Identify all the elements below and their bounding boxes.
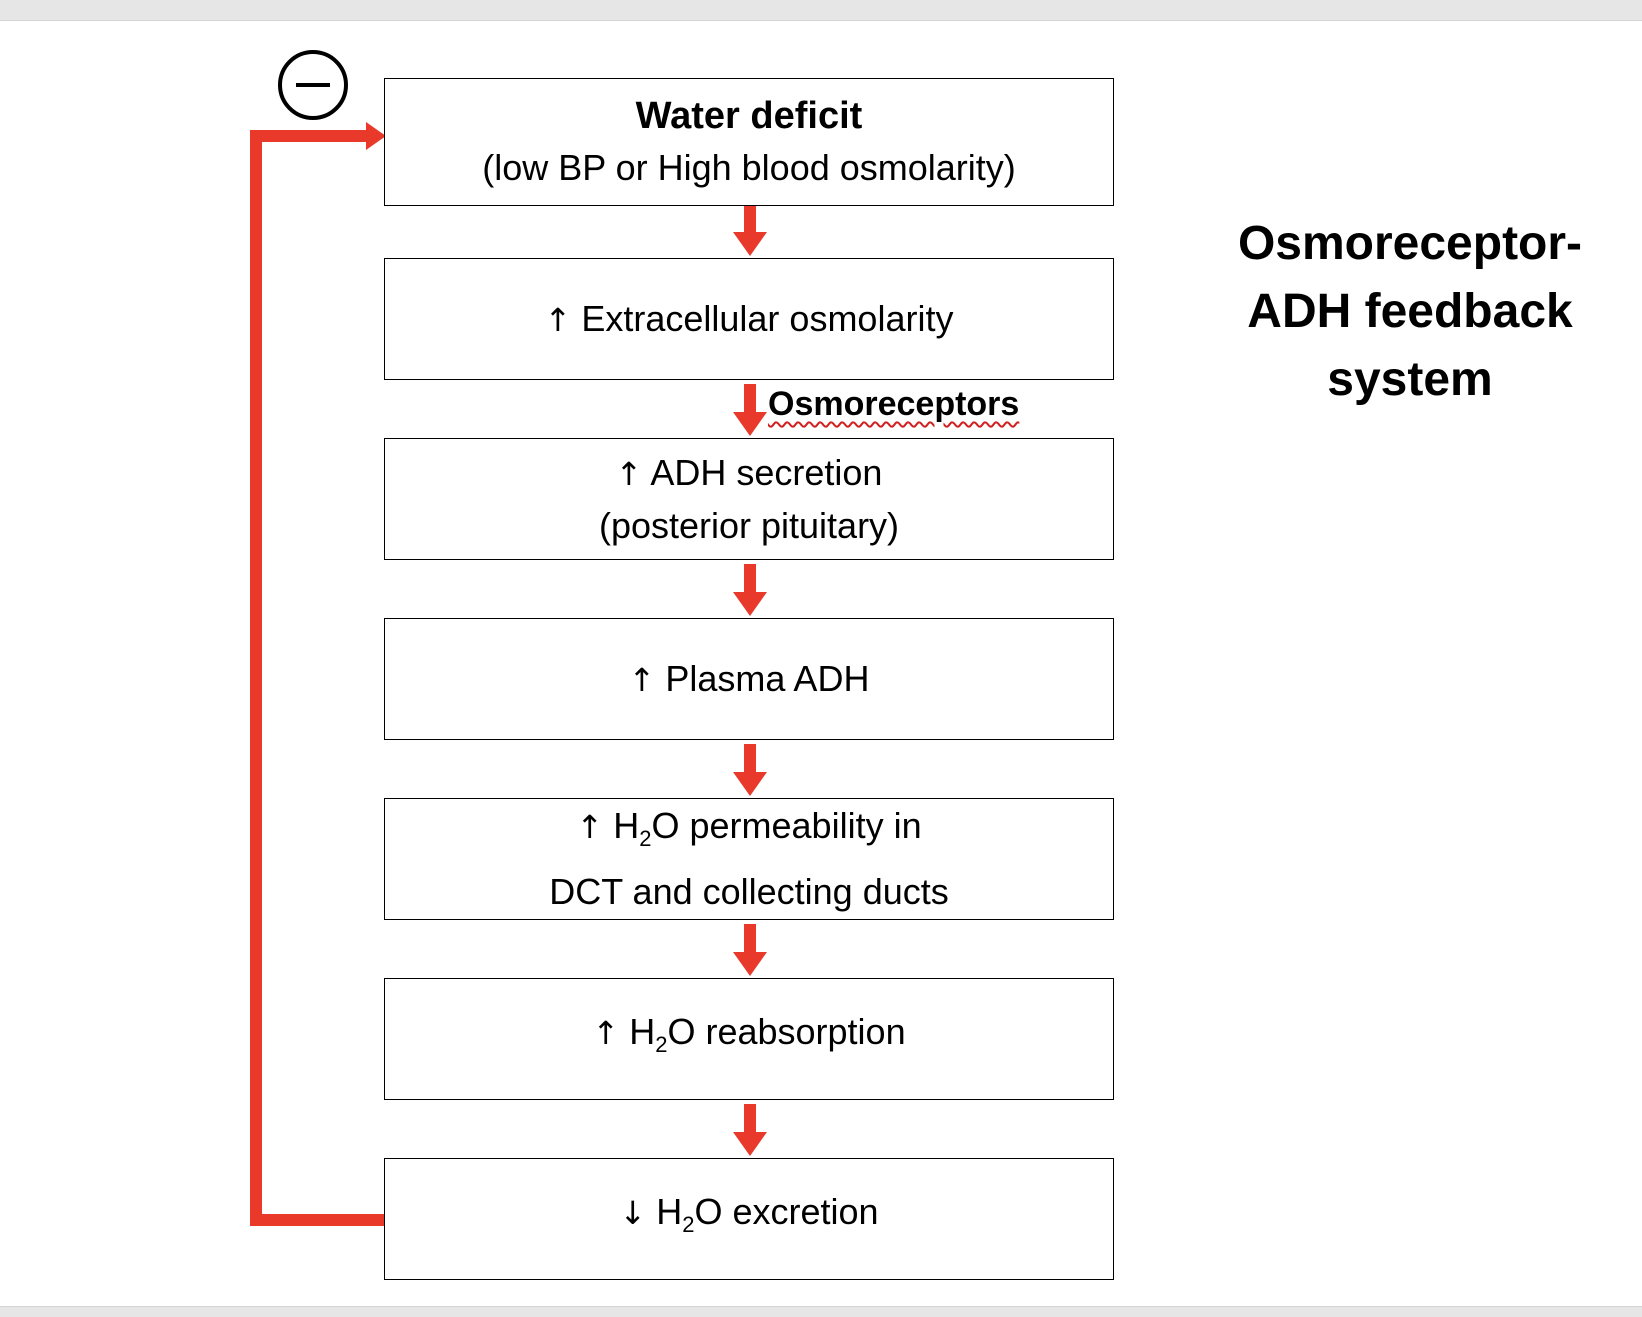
up-arrow-icon: ↑ [544,300,572,339]
box-h2o-permeability: ↑ H2O permeability in DCT and collecting… [384,798,1114,920]
negative-feedback-icon [278,50,348,120]
box-plasma-adh-text: Plasma ADH [665,657,870,699]
diagram-title-line-3: system [1327,353,1493,406]
subscript-2: 2 [639,826,652,852]
down-arrow-2 [733,384,767,436]
window-bottom-bar [0,1306,1642,1317]
box-extracellular-osmolarity: ↑ Extracellular osmolarity [384,258,1114,380]
box-adh-secretion-subtitle: (posterior pituitary) [598,504,900,546]
subscript-2: 2 [682,1212,695,1238]
h-text: H [656,1191,683,1233]
feedback-line-top [250,130,368,142]
diagram-title-line-2: ADH feedback [1247,285,1573,338]
window-top-bar [0,0,1642,21]
up-arrow-icon: ↑ [592,1014,620,1053]
up-arrow-icon: ↑ [615,454,643,493]
box-extracellular-osmolarity-text: Extracellular osmolarity [581,297,954,339]
box-h2o-permeability-title: O permeability in [651,805,922,847]
box-h2o-reabsorption: ↑ H2O reabsorption [384,978,1114,1100]
down-arrow-3 [733,564,767,616]
box-water-deficit-title: Water deficit [635,95,863,137]
feedback-arrowhead [366,122,386,150]
box-adh-secretion-title: ADH secretion [650,451,883,493]
box-h2o-permeability-subtitle: DCT and collecting ducts [549,870,949,912]
down-arrow-icon: ↓ [619,1194,647,1233]
diagram-title-line-1: Osmoreceptor- [1237,217,1583,270]
box-plasma-adh: ↑ Plasma ADH [384,618,1114,740]
box-water-deficit: Water deficit (low BP or High blood osmo… [384,78,1114,206]
down-arrow-6 [733,1104,767,1156]
subscript-2: 2 [655,1032,668,1058]
box-h2o-excretion: ↓ H2O excretion [384,1158,1114,1280]
down-arrow-1 [733,204,767,256]
feedback-line-bottom [250,1214,384,1226]
down-arrow-4 [733,744,767,796]
h-text: H [613,805,640,847]
box-adh-secretion: ↑ ADH secretion (posterior pituitary) [384,438,1114,560]
h-text: H [629,1011,656,1053]
up-arrow-icon: ↑ [576,808,604,847]
connector-label-osmoreceptors: Osmoreceptors [768,385,1020,423]
feedback-line-vertical [250,130,262,1226]
box-water-deficit-subtitle: (low BP or High blood osmolarity) [482,147,1016,188]
diagram-title: Osmoreceptor- ADH feedback system [1200,210,1620,414]
up-arrow-icon: ↑ [628,660,656,699]
box-h2o-excretion-text: O excretion [694,1191,879,1233]
box-h2o-reabsorption-text: O reabsorption [667,1011,906,1053]
down-arrow-5 [733,924,767,976]
